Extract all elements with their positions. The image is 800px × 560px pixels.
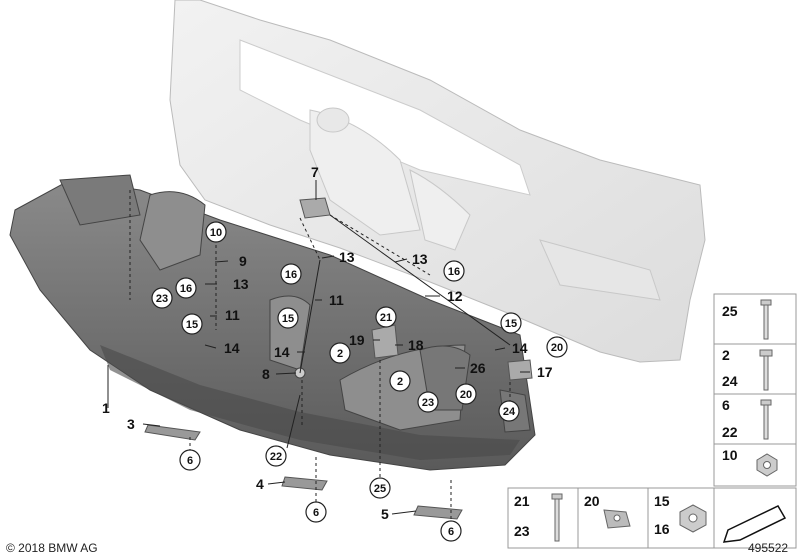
- bumper-illustration: [169, 0, 706, 363]
- circled-callouts: [151, 221, 568, 542]
- callout-11b: 11: [329, 292, 344, 308]
- legend-24: 24: [722, 373, 738, 389]
- legend-22: 22: [722, 424, 738, 440]
- legend-25: 25: [722, 303, 738, 319]
- small-parts: [144, 197, 533, 520]
- circled-callout-labels: 2 2 6 6 6 10 15 15 15 16 16 16 20 20 21 …: [156, 227, 563, 538]
- legend-16: 16: [654, 521, 670, 537]
- circled-6b: 6: [313, 507, 319, 519]
- circled-2a: 2: [337, 348, 343, 360]
- circled-24: 24: [503, 406, 516, 418]
- circled-16c: 16: [448, 266, 460, 278]
- legend-10: 10: [722, 447, 738, 463]
- callout-7: 7: [311, 164, 319, 180]
- circled-22: 22: [270, 451, 282, 463]
- callout-1: 1: [102, 400, 110, 416]
- circled-15a: 15: [186, 319, 198, 331]
- circled-16a: 16: [180, 283, 192, 295]
- leader-lines: [107, 180, 530, 519]
- callout-14a: 14: [224, 340, 240, 356]
- callout-26: 26: [470, 360, 486, 376]
- callout-13c: 13: [233, 276, 249, 292]
- callout-labels: 1 3 4 5 7 8 9 11 11 12 13 13 13 14 14 14…: [102, 164, 553, 522]
- circled-25: 25: [374, 483, 386, 495]
- arrow-icon: [722, 505, 787, 543]
- circled-15b: 15: [282, 313, 294, 325]
- legend-15: 15: [654, 493, 670, 509]
- circled-6a: 6: [187, 455, 193, 467]
- legend-bottom: 21 23 20 15 16: [507, 487, 797, 549]
- callout-13b: 13: [412, 251, 428, 267]
- callout-11a: 11: [225, 307, 240, 323]
- callout-8: 8: [262, 366, 270, 382]
- circled-15c: 15: [505, 318, 517, 330]
- circled-10: 10: [210, 227, 222, 239]
- callout-14c: 14: [512, 340, 528, 356]
- callout-5: 5: [381, 506, 389, 522]
- legend-2: 2: [722, 347, 730, 363]
- circled-20b: 20: [460, 389, 472, 401]
- callout-9: 9: [239, 253, 247, 269]
- circled-2b: 2: [397, 376, 403, 388]
- callout-17: 17: [537, 364, 553, 380]
- callout-12: 12: [447, 288, 463, 304]
- legend-21: 21: [514, 493, 530, 509]
- callout-3: 3: [127, 416, 135, 432]
- circled-21: 21: [380, 312, 392, 324]
- legend-6: 6: [722, 397, 730, 413]
- callout-13a: 13: [339, 249, 355, 265]
- copyright-text: © 2018 BMW AG: [6, 541, 98, 555]
- callout-19: 19: [349, 332, 365, 348]
- circled-6c: 6: [448, 526, 454, 538]
- callout-18: 18: [408, 337, 424, 353]
- circled-16b: 16: [285, 269, 297, 281]
- callout-4: 4: [256, 476, 264, 492]
- legend-23: 23: [514, 523, 530, 539]
- legend-right: 25 2 24 6 22 10: [713, 293, 797, 487]
- callout-14b: 14: [274, 344, 290, 360]
- circled-23a: 23: [156, 293, 168, 305]
- diagram-id: 495522: [748, 541, 789, 555]
- circled-20a: 20: [551, 342, 563, 354]
- circled-23b: 23: [422, 397, 434, 409]
- legend-20: 20: [584, 493, 600, 509]
